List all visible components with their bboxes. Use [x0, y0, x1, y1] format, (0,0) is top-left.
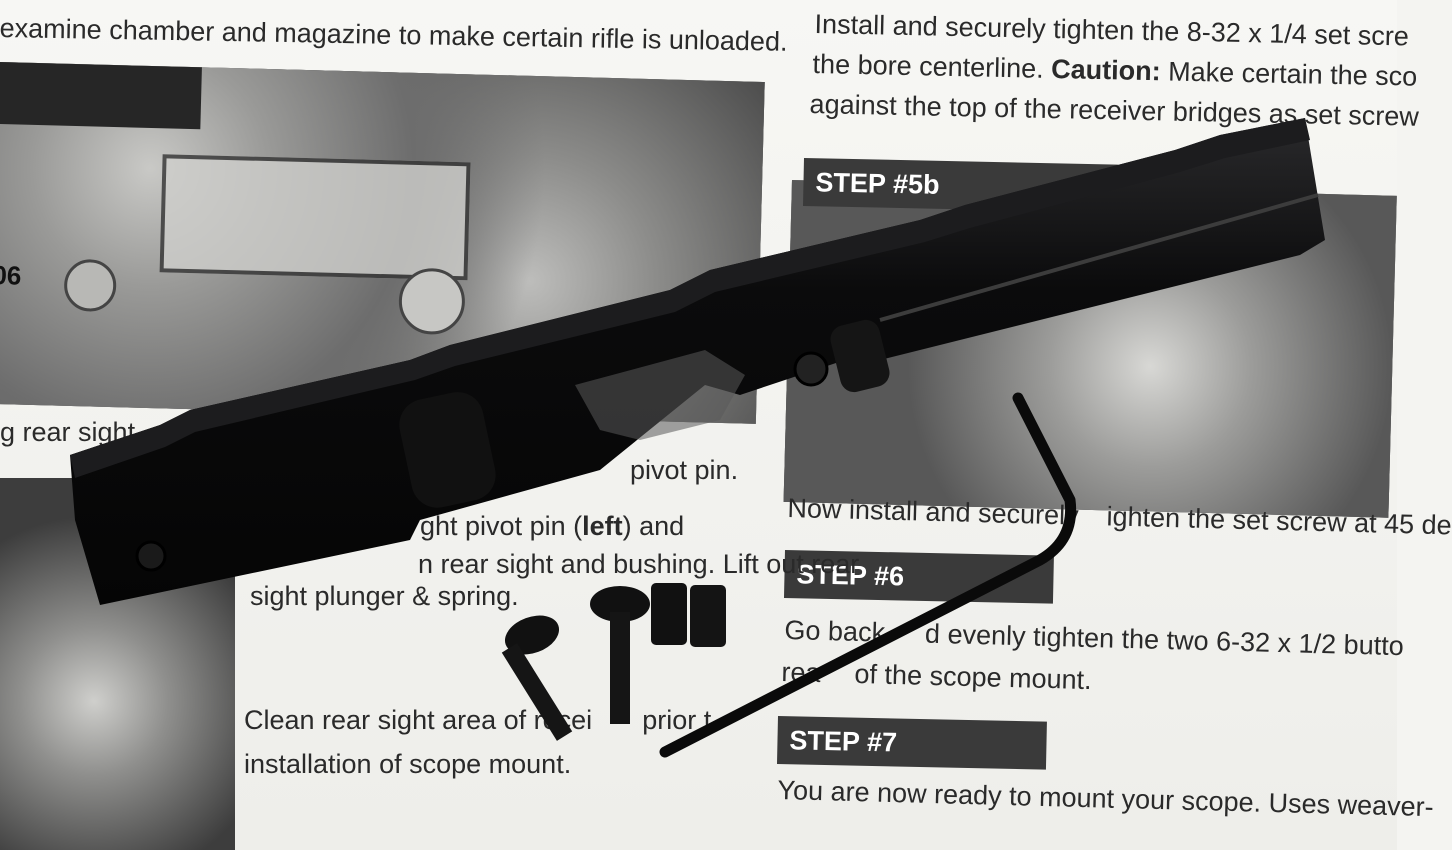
left-para-line-1-bold: left [582, 511, 623, 541]
button-head-screw-left [501, 615, 573, 741]
pivot-pin-text: pivot pin. [630, 455, 739, 485]
button-head-screw-right [590, 586, 650, 724]
left-para-line-3: sight plunger & spring. [250, 581, 519, 611]
left-para-line-1: ght pivot pin (left) and [420, 508, 684, 544]
hardware-overlay [70, 118, 1325, 758]
left-para-line-1-b: ) and [622, 511, 685, 541]
left-para-line-1-a: ght pivot pin ( [420, 511, 583, 541]
hex-key [659, 392, 1077, 758]
scope-mount-rail [70, 118, 1325, 605]
set-screws [651, 583, 726, 647]
clean-line-1-a: Clean rear sight area of recei [244, 705, 593, 735]
clean-line-2: installation of scope mount. [244, 749, 572, 779]
left-para-line-2: n rear sight and bushing. Lift out rear [418, 549, 860, 579]
